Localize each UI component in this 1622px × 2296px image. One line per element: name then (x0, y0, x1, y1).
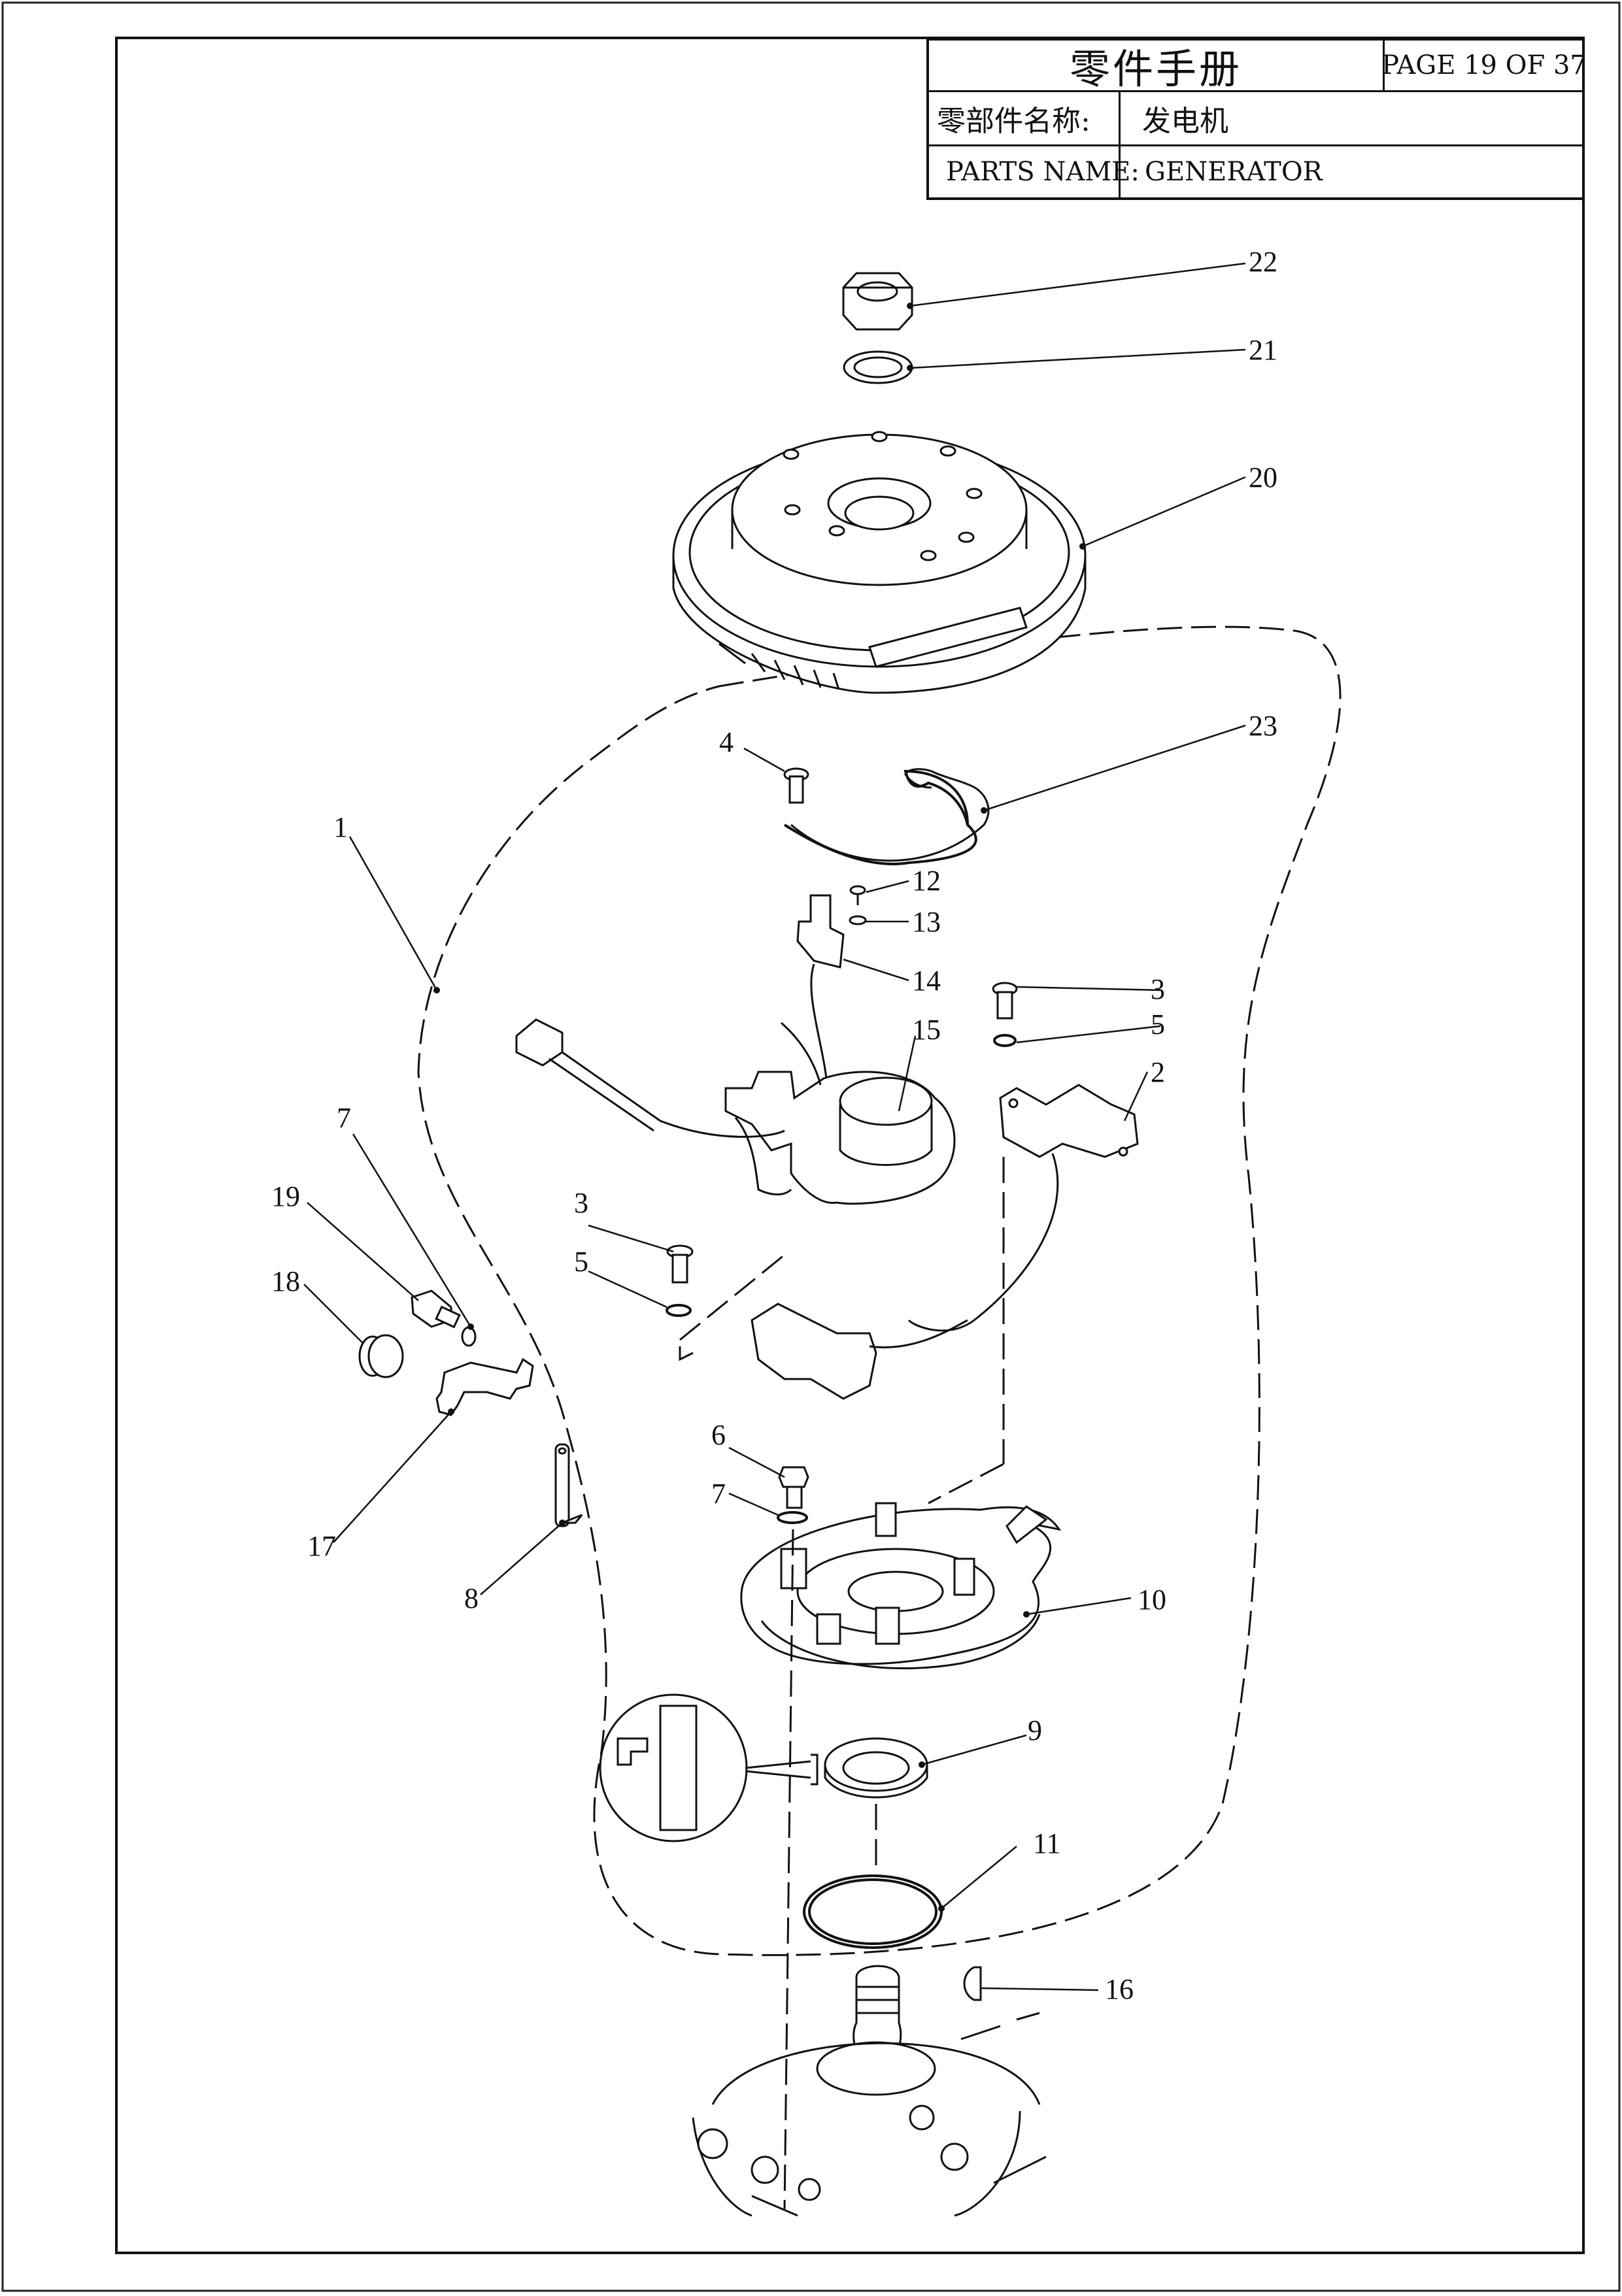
part-20-flywheel (672, 431, 1087, 694)
callout-labels: 22 21 20 23 4 1 12 13 14 3 5 15 2 7 19 1… (271, 246, 1277, 2005)
part-8-link-rod (554, 1443, 583, 1527)
callout-1: 1 (333, 811, 348, 843)
part-name-cn-label: 零部件名称: (937, 105, 1090, 138)
callout-2: 2 (1151, 1056, 1165, 1088)
page-indicator: PAGE 19 OF 37 (1381, 50, 1587, 80)
callout-4: 4 (719, 726, 734, 758)
callout-20: 20 (1249, 461, 1277, 493)
part-13-washer (849, 915, 867, 925)
detail-callout-circle (599, 1693, 819, 1842)
callout-8: 8 (464, 1582, 479, 1614)
part-17-bracket (435, 1357, 534, 1416)
assembly-boundary-dashed (417, 625, 1342, 1956)
part-9-oil-seal (824, 1737, 928, 1799)
part-7-washer-left (461, 1326, 477, 1347)
callout-15: 15 (912, 1014, 941, 1046)
engine-crankcase (692, 1965, 1047, 2217)
part-2-charge-coil (907, 1084, 1139, 1332)
manual-title: 零件手册 (1069, 45, 1242, 93)
callout-9: 9 (1028, 1714, 1042, 1746)
part-6-bolt (778, 1466, 809, 1509)
part-22-nut (842, 272, 913, 331)
part-16-woodruff-key (963, 1966, 982, 2001)
part-18-grommet (358, 1334, 404, 1378)
callout-5-lower: 5 (574, 1246, 588, 1278)
callout-14: 14 (912, 965, 941, 997)
callout-16: 16 (1105, 1973, 1134, 2005)
part-3-screw-lower (666, 1244, 694, 1284)
wire-lead (734, 1117, 792, 1195)
part-4-screw (783, 767, 809, 804)
callout-18: 18 (271, 1265, 300, 1297)
callout-12: 12 (912, 865, 941, 897)
callout-7-lower: 7 (711, 1478, 726, 1510)
part-7-washer (777, 1511, 808, 1524)
part-name-cn-value: 发电机 (1142, 105, 1228, 138)
callout-11: 11 (1033, 1827, 1060, 1859)
callout-3-upper: 3 (1151, 973, 1165, 1005)
part-23-retainer-plate (783, 769, 977, 865)
part-3-screw-upper (992, 982, 1018, 1020)
wire-connector (515, 1018, 785, 1138)
leader-lines (303, 262, 1246, 1991)
part-5-washer-upper (993, 1034, 1017, 1047)
part-11-o-ring (803, 1874, 943, 1949)
part-14-pulser-coil (796, 894, 845, 1086)
callout-5-upper: 5 (1151, 1008, 1165, 1040)
drawing-border (115, 37, 1585, 2254)
leader-dots (433, 303, 1086, 1912)
callout-19: 19 (271, 1180, 300, 1212)
part-15-coil-housing (724, 1022, 956, 1205)
title-block: 零件手册 PAGE 19 OF 37 零部件名称: 发电机 PARTS NAME… (926, 38, 1587, 200)
callout-21: 21 (1249, 334, 1277, 366)
callout-17: 17 (307, 1530, 336, 1562)
part-5-washer-lower (666, 1304, 692, 1317)
callout-10: 10 (1138, 1584, 1166, 1616)
lighting-coil-lower (679, 1303, 968, 1400)
part-10-stator-plate (740, 1502, 1062, 1670)
callout-7-left: 7 (337, 1102, 351, 1134)
part-12-screw (849, 885, 866, 905)
callout-22: 22 (1249, 246, 1277, 278)
callout-3-lower: 3 (574, 1187, 588, 1219)
callout-6: 6 (711, 1419, 726, 1451)
callout-13: 13 (912, 906, 941, 938)
part-21-washer (843, 350, 913, 384)
assembly-center-lines (679, 1157, 1005, 2210)
callout-23: 23 (1249, 710, 1277, 742)
part-name-en-label: PARTS NAME: (946, 157, 1140, 187)
part-19-screw (411, 1289, 461, 1329)
part-name-en-value: GENERATOR (1145, 157, 1323, 187)
part-23-retainer-ring (790, 768, 990, 862)
